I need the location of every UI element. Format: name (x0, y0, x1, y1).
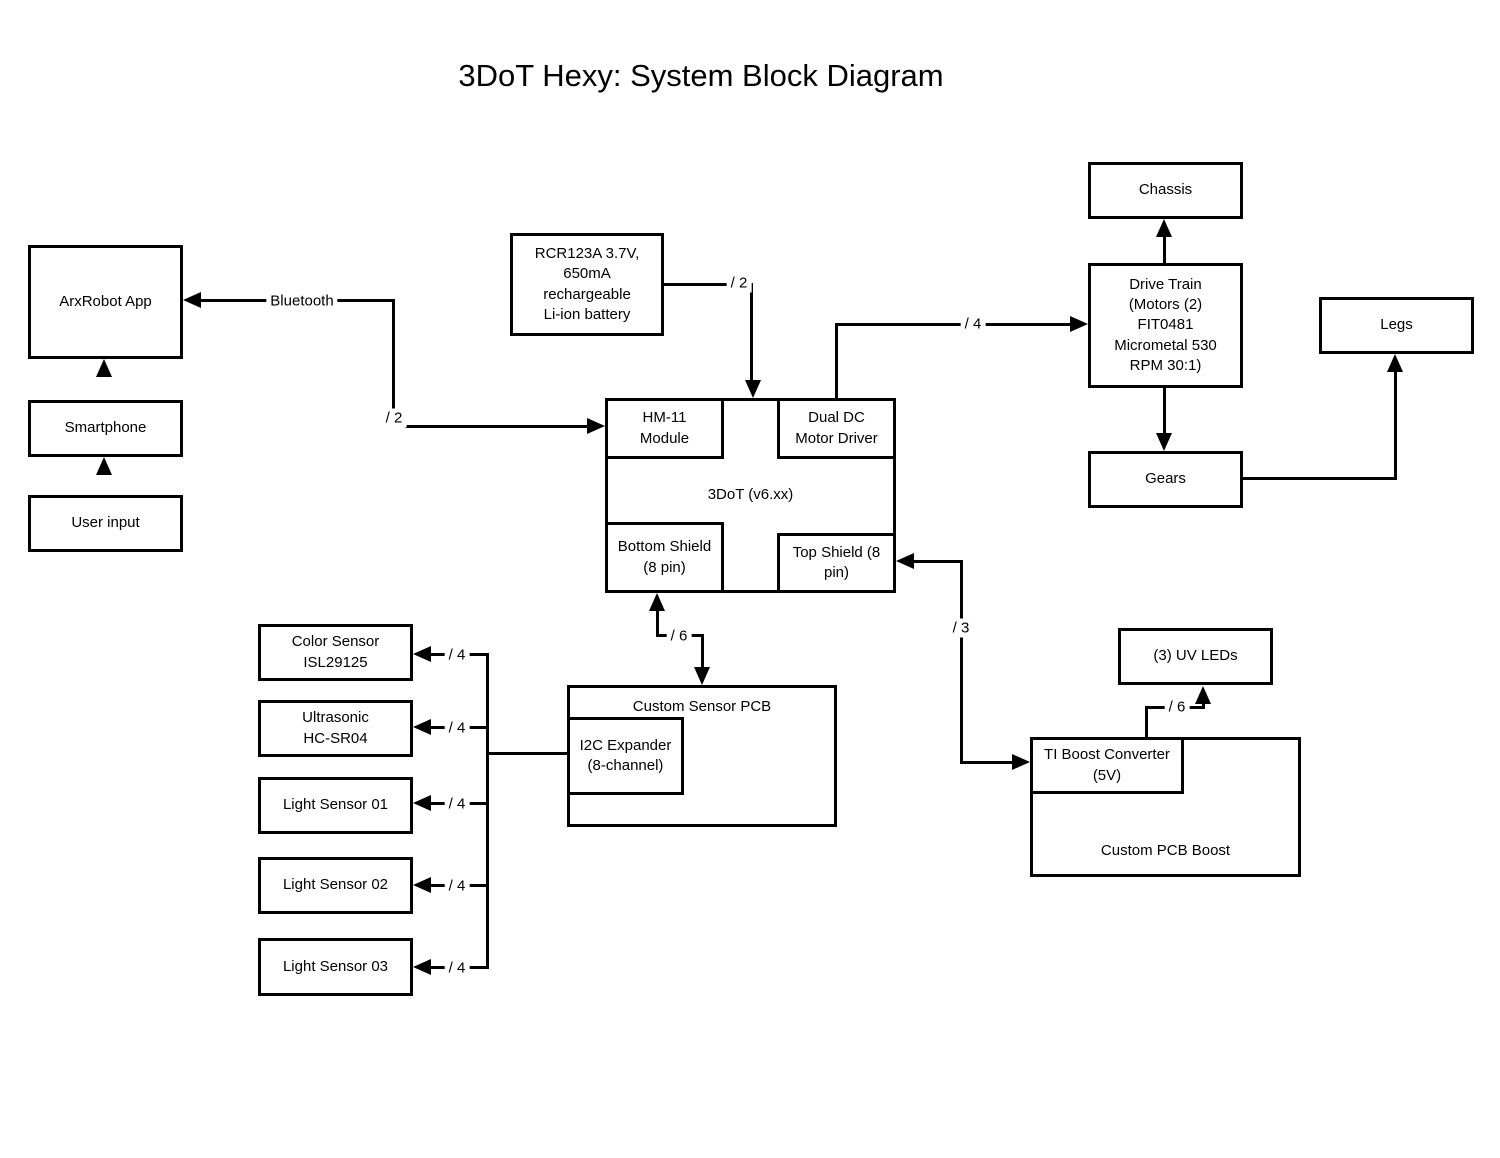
arrowhead-light03-left-icon (413, 959, 431, 975)
node-smartphone: Smartphone (28, 400, 183, 457)
connector-pcb-down (701, 634, 704, 669)
diagram-title: 3DoT Hexy: System Block Diagram (458, 58, 944, 93)
connector-chassis (1163, 235, 1166, 263)
edge-label-boost-width: / 3 (948, 618, 974, 638)
node-bottom-shield: Bottom Shield (8 pin) (605, 522, 724, 593)
edge-label-ultrasonic-width: / 4 (444, 718, 470, 738)
connector-hm11-feed (405, 425, 589, 428)
connector-boost-feed (960, 761, 1012, 764)
node-color-sensor: Color Sensor ISL29125 (258, 624, 413, 681)
connector-legs-vertical (1394, 370, 1397, 480)
node-user-input: User input (28, 495, 183, 552)
edge-label-battery-width: / 2 (726, 273, 752, 293)
connector-shield-up (656, 609, 659, 637)
arrowhead-bottomshield-up-icon (649, 593, 665, 611)
node-ultrasonic-sensor: Ultrasonic HC-SR04 (258, 700, 413, 757)
node-light-sensor-02: Light Sensor 02 (258, 857, 413, 914)
edge-label-bt-width: / 2 (381, 408, 407, 428)
node-uv-leds: (3) UV LEDs (1118, 628, 1273, 685)
arrowhead-smartphone-up-icon (96, 457, 112, 475)
connector-boost-vertical (960, 560, 963, 764)
node-light-sensor-01: Light Sensor 01 (258, 777, 413, 834)
arrowhead-sensorpcb-down-icon (694, 667, 710, 685)
arrowhead-light01-left-icon (413, 795, 431, 811)
connector-motor-horizontal (835, 323, 1072, 326)
connector-battery-vertical (750, 283, 753, 381)
connector-ti-up (1145, 706, 1148, 737)
arrowhead-gears-down-icon (1156, 433, 1172, 451)
connector-battery-horizontal (663, 283, 753, 286)
arrowhead-ultrasonic-left-icon (413, 719, 431, 735)
node-drive-train: Drive Train (Motors (2) FIT0481 Micromet… (1088, 263, 1243, 388)
node-hm11-module: HM-11 Module (605, 398, 724, 459)
node-dual-dc-motor-driver: Dual DC Motor Driver (777, 398, 896, 459)
node-ti-boost-converter: TI Boost Converter (5V) (1030, 737, 1184, 794)
connector-topshield-horizontal (914, 560, 963, 563)
node-gears: Gears (1088, 451, 1243, 508)
arrowhead-colorsensor-left-icon (413, 646, 431, 662)
arrowhead-light02-left-icon (413, 877, 431, 893)
connector-gears (1163, 388, 1166, 435)
node-light-sensor-03: Light Sensor 03 (258, 938, 413, 996)
arrowhead-legs-up-icon (1387, 354, 1403, 372)
connector-bus-i2c (486, 752, 567, 755)
arrowhead-bluetooth-left-icon (183, 292, 201, 308)
arrowhead-uvleds-up-icon (1195, 686, 1211, 704)
node-i2c-expander: I2C Expander (8-channel) (567, 717, 684, 795)
node-top-shield: Top Shield (8 pin) (777, 533, 896, 593)
edge-label-motor-width: / 4 (960, 314, 986, 334)
edge-label-shield-width: / 6 (666, 626, 692, 646)
node-arxrobot-app: ArxRobot App (28, 245, 183, 359)
connector-bluetooth-vertical (392, 299, 395, 409)
arrowhead-topshield-left-icon (896, 553, 914, 569)
arrowhead-tiboost-right-icon (1012, 754, 1030, 770)
arrowhead-drivetrain-right-icon (1070, 316, 1088, 332)
connector-motor-vertical (835, 325, 838, 398)
arrowhead-3dot-down-icon (745, 380, 761, 398)
edge-label-bluetooth: Bluetooth (266, 291, 338, 311)
arrowhead-chassis-up-icon (1156, 219, 1172, 237)
node-chassis: Chassis (1088, 162, 1243, 219)
node-battery: RCR123A 3.7V, 650mA rechargeable Li-ion … (510, 233, 664, 336)
connector-uv-vertical (1202, 701, 1205, 709)
edge-label-light02-width: / 4 (444, 876, 470, 896)
connector-sensor-bus (486, 653, 489, 969)
connector-legs-horizontal (1242, 477, 1397, 480)
edge-label-color-width: / 4 (444, 645, 470, 665)
edge-label-uv-width: / 6 (1164, 697, 1190, 717)
edge-label-light03-width: / 4 (444, 958, 470, 978)
edge-label-light01-width: / 4 (444, 794, 470, 814)
node-legs: Legs (1319, 297, 1474, 354)
arrowhead-arxrobot-up-icon (96, 359, 112, 377)
arrowhead-hm11-right-icon (587, 418, 605, 434)
